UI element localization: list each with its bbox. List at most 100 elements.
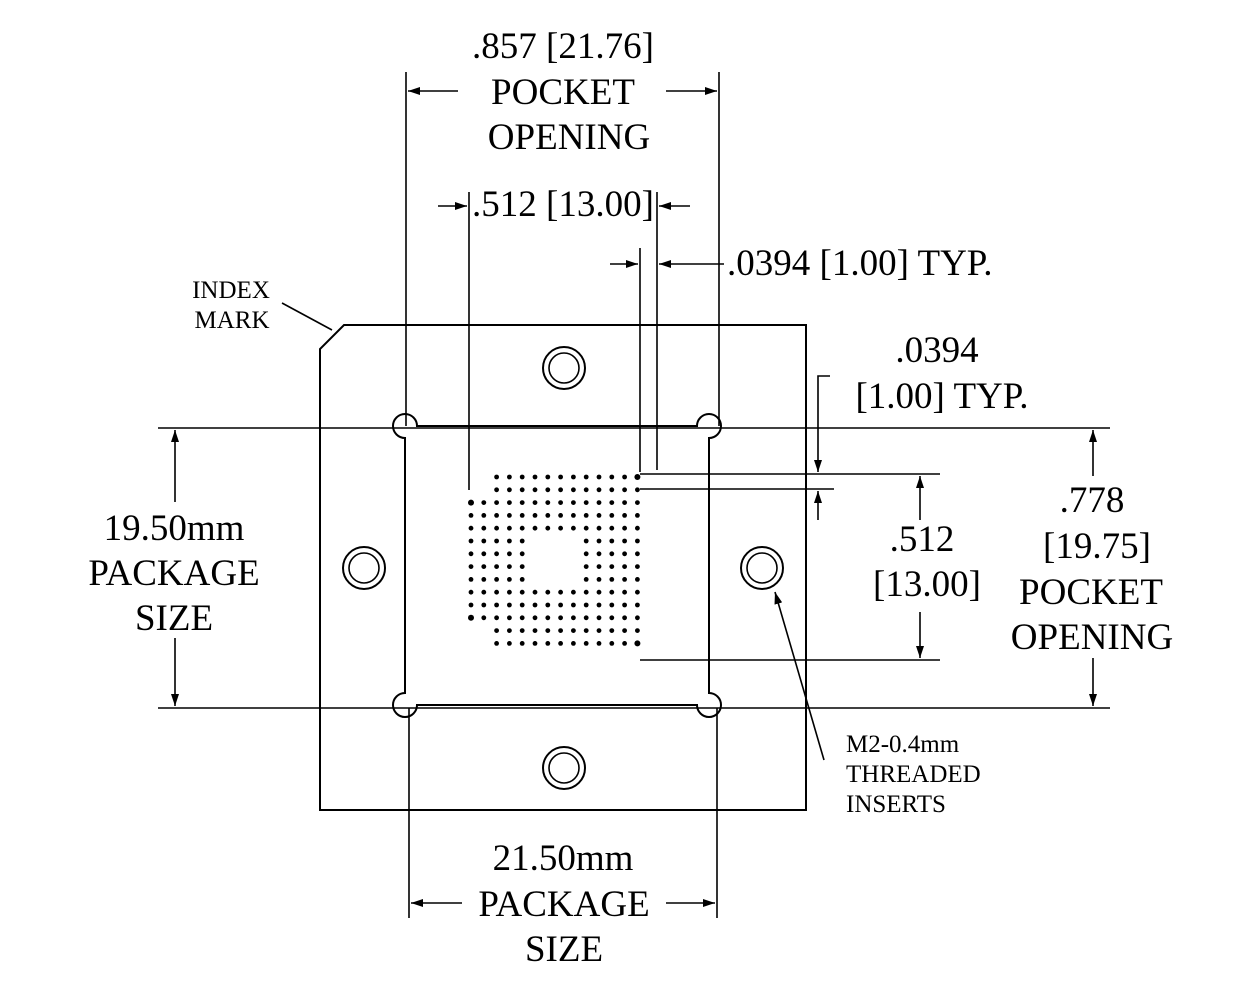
solder-ball xyxy=(545,525,551,531)
pocket-width-label-2: OPENING xyxy=(488,117,650,158)
solder-ball xyxy=(507,641,512,646)
solder-ball xyxy=(545,500,551,505)
solder-ball xyxy=(609,577,615,582)
solder-ball xyxy=(571,628,576,633)
solder-ball xyxy=(635,589,640,595)
solder-ball xyxy=(507,577,512,582)
solder-ball xyxy=(519,628,525,633)
solder-ball xyxy=(622,551,627,557)
solder-ball xyxy=(609,551,615,557)
solder-ball xyxy=(481,525,487,531)
solder-ball xyxy=(494,577,499,582)
solder-ball xyxy=(532,589,538,595)
solder-ball xyxy=(571,474,576,480)
solder-ball xyxy=(532,641,538,646)
solder-ball xyxy=(609,628,615,633)
solder-ball xyxy=(622,577,627,582)
solder-ball xyxy=(583,577,589,582)
solder-ball xyxy=(622,513,627,518)
solder-ball xyxy=(494,525,499,531)
solder-ball xyxy=(494,628,499,633)
solder-ball xyxy=(622,641,627,646)
solder-ball xyxy=(635,602,640,608)
solder-ball xyxy=(494,589,499,595)
solder-ball xyxy=(468,589,474,595)
pocket-width-dimension: .857 [21.76] xyxy=(472,26,654,67)
solder-ball xyxy=(507,525,512,531)
solder-ball xyxy=(583,602,589,608)
solder-ball xyxy=(583,513,589,518)
index-mark-leader xyxy=(281,302,333,331)
solder-ball xyxy=(481,513,487,518)
solder-ball xyxy=(609,564,615,569)
solder-ball xyxy=(494,615,499,621)
solder-ball xyxy=(622,615,627,621)
solder-ball xyxy=(596,577,602,582)
solder-ball xyxy=(468,499,474,506)
pocket-height-dimension-2: [19.75] xyxy=(1043,526,1151,567)
solder-ball xyxy=(519,641,525,646)
solder-ball xyxy=(545,602,551,608)
solder-ball xyxy=(519,577,525,582)
solder-ball xyxy=(635,500,640,505)
solder-ball xyxy=(596,641,602,646)
solder-ball xyxy=(596,551,602,557)
solder-ball xyxy=(545,615,551,621)
solder-ball xyxy=(609,487,615,493)
solder-ball xyxy=(635,564,640,569)
pocket-width-label-1: POCKET xyxy=(491,72,635,113)
solder-ball xyxy=(635,513,640,518)
solder-ball xyxy=(583,538,589,544)
solder-ball xyxy=(507,589,512,595)
solder-ball xyxy=(481,551,487,557)
pkg-width-dimension: 21.50mm xyxy=(493,838,634,879)
solder-ball xyxy=(481,538,487,544)
pocket-height-dimension-1: .778 xyxy=(1060,480,1125,521)
solder-ball xyxy=(558,589,563,595)
solder-ball xyxy=(622,602,627,608)
solder-ball xyxy=(571,602,576,608)
solder-ball xyxy=(468,614,474,621)
solder-ball xyxy=(583,641,589,646)
solder-ball xyxy=(532,615,538,621)
solder-ball xyxy=(622,564,627,569)
solder-ball xyxy=(571,641,576,646)
solder-ball xyxy=(635,615,640,621)
insert-label-2: THREADED xyxy=(846,761,981,788)
solder-ball xyxy=(596,538,602,544)
solder-ball xyxy=(519,474,525,480)
solder-ball xyxy=(596,525,602,531)
pkg-height-dimension: 19.50mm xyxy=(104,508,245,549)
solder-ball xyxy=(609,641,615,646)
solder-ball xyxy=(481,615,487,621)
insert-label-1: M2-0.4mm xyxy=(846,731,960,758)
solder-ball xyxy=(532,525,538,531)
solder-ball xyxy=(622,474,627,480)
solder-ball xyxy=(571,513,576,518)
solder-ball xyxy=(596,500,602,505)
pocket-height-label-2: OPENING xyxy=(1011,617,1173,658)
solder-ball xyxy=(468,538,474,544)
solder-ball xyxy=(481,589,487,595)
solder-ball xyxy=(583,525,589,531)
pkg-height-label-2: SIZE xyxy=(135,598,213,639)
pkg-height-label-1: PACKAGE xyxy=(88,553,259,594)
solder-ball xyxy=(583,564,589,569)
solder-ball xyxy=(622,589,627,595)
solder-ball xyxy=(507,551,512,557)
solder-ball xyxy=(558,615,563,621)
pocket-outline xyxy=(392,413,722,718)
solder-ball xyxy=(558,628,563,633)
solder-ball xyxy=(519,602,525,608)
solder-ball xyxy=(481,602,487,608)
solder-ball xyxy=(494,513,499,518)
pitch-y-dimension-1: .512 xyxy=(890,519,955,560)
ball-y-leader xyxy=(814,375,830,472)
solder-ball xyxy=(635,577,640,582)
solder-ball xyxy=(596,602,602,608)
solder-ball xyxy=(507,474,512,480)
solder-ball xyxy=(596,615,602,621)
solder-ball xyxy=(609,525,615,531)
pkg-width-label-1: PACKAGE xyxy=(478,884,649,925)
